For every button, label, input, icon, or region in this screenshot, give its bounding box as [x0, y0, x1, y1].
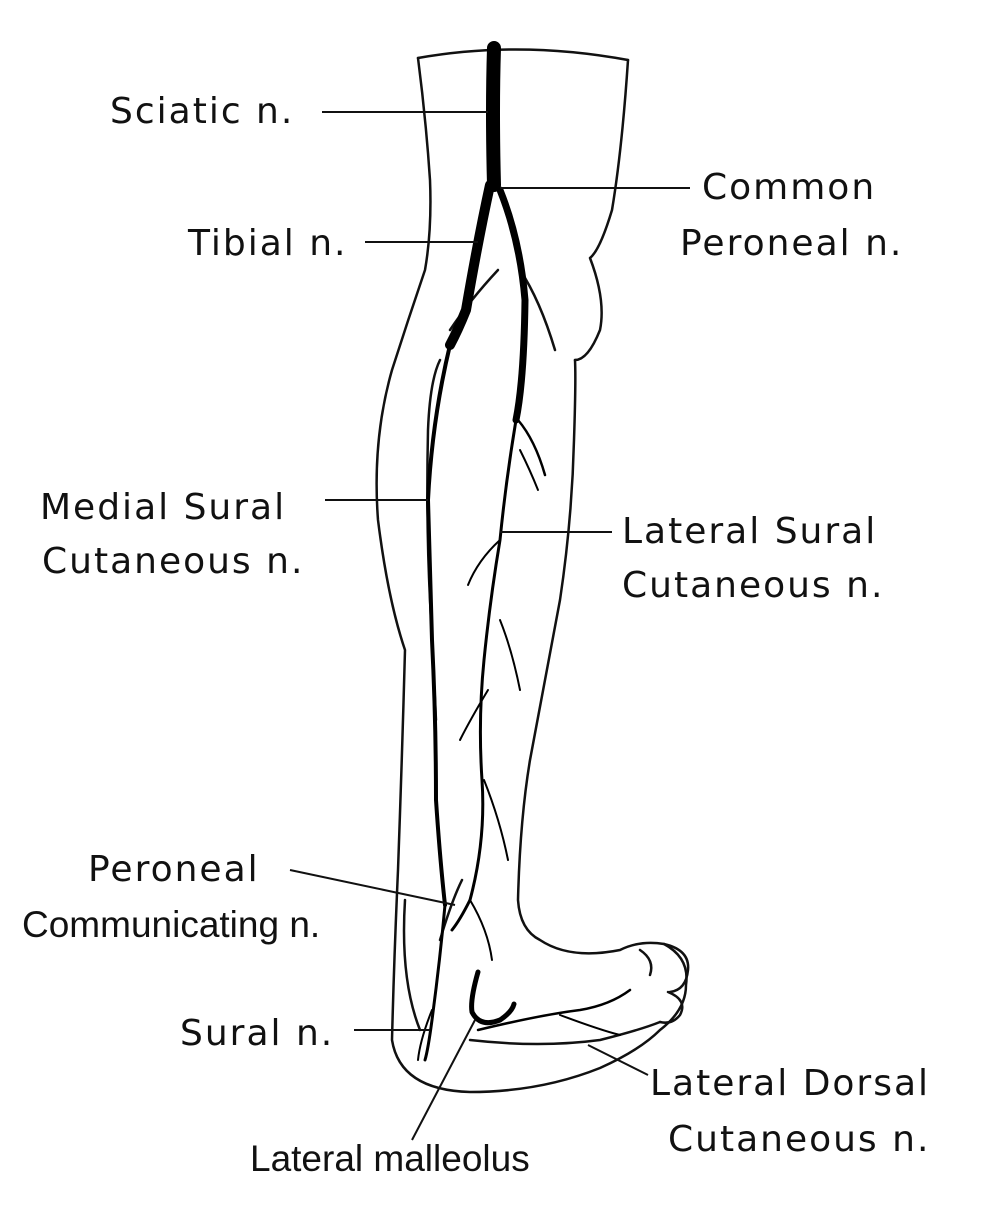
heel-branch — [470, 900, 492, 960]
lateral-dorsal-branch — [560, 1015, 620, 1035]
common-peroneal-nerve — [500, 190, 525, 420]
label-lateral-malleolus: Lateral malleolus — [250, 1140, 530, 1177]
heel-line — [404, 900, 420, 1030]
label-sciatic: Sciatic n. — [110, 94, 294, 130]
label-medial-sural-line2: Cutaneous n. — [42, 544, 304, 580]
label-lateral-sural-line2: Cutaneous n. — [622, 568, 884, 604]
label-lateral-sural-line1: Lateral Sural — [622, 514, 877, 550]
lateral-sural-branch-2 — [520, 450, 538, 490]
label-lateral-dorsal-line2: Cutaneous n. — [668, 1122, 930, 1158]
tibial-nerve — [450, 185, 490, 345]
lateral-sural-branch-5 — [460, 690, 488, 740]
label-lateral-dorsal-line1: Lateral Dorsal — [650, 1066, 930, 1102]
lateral-sural-branch-1 — [518, 420, 545, 475]
label-peroneal-comm-line2: Communicating n. — [22, 906, 320, 943]
lateral-sural-nerve — [470, 420, 516, 900]
lateral-malleolus-mark — [472, 972, 514, 1023]
label-common-peroneal-line1: Common — [702, 170, 876, 206]
toe-3 — [640, 950, 651, 975]
sciatic-nerve — [493, 48, 494, 185]
label-common-peroneal-line2: Peroneal n. — [680, 226, 903, 262]
thigh-top-outline — [418, 49, 628, 60]
sural-nerve — [425, 905, 445, 1060]
lateral-dorsal-nerve — [478, 990, 630, 1030]
label-medial-sural-line1: Medial Sural — [40, 490, 286, 526]
medial-sural-nerve — [428, 345, 450, 905]
peroneal-comm-leader — [290, 870, 455, 905]
label-peroneal-comm-line1: Peroneal — [88, 852, 260, 888]
lateral-sural-branch-4 — [500, 620, 520, 690]
label-tibial: Tibial n. — [188, 226, 348, 262]
leg-lateral-outline — [575, 60, 628, 360]
label-sural: Sural n. — [180, 1016, 334, 1052]
lateral-sural-branch-6 — [484, 780, 508, 860]
